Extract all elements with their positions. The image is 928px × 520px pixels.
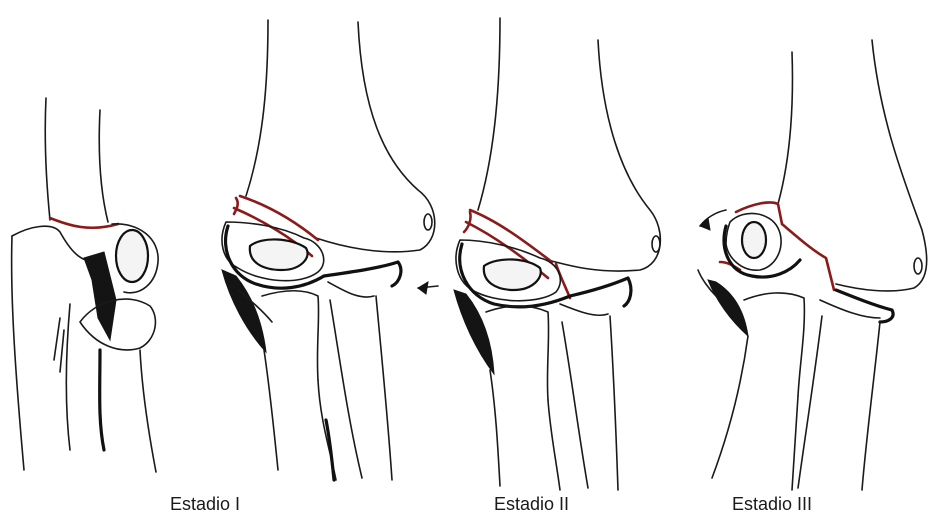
label-stage-3: Estadio III — [732, 494, 812, 515]
elbow-lateral-stage-1 — [222, 20, 435, 480]
elbow-lateral-stage-2 — [418, 18, 660, 490]
label-stage-2: Estadio II — [494, 494, 569, 515]
elbow-lateral-stage-3 — [698, 40, 927, 490]
label-stage-1: Estadio I — [170, 494, 240, 515]
elbow-front-view — [12, 98, 159, 472]
